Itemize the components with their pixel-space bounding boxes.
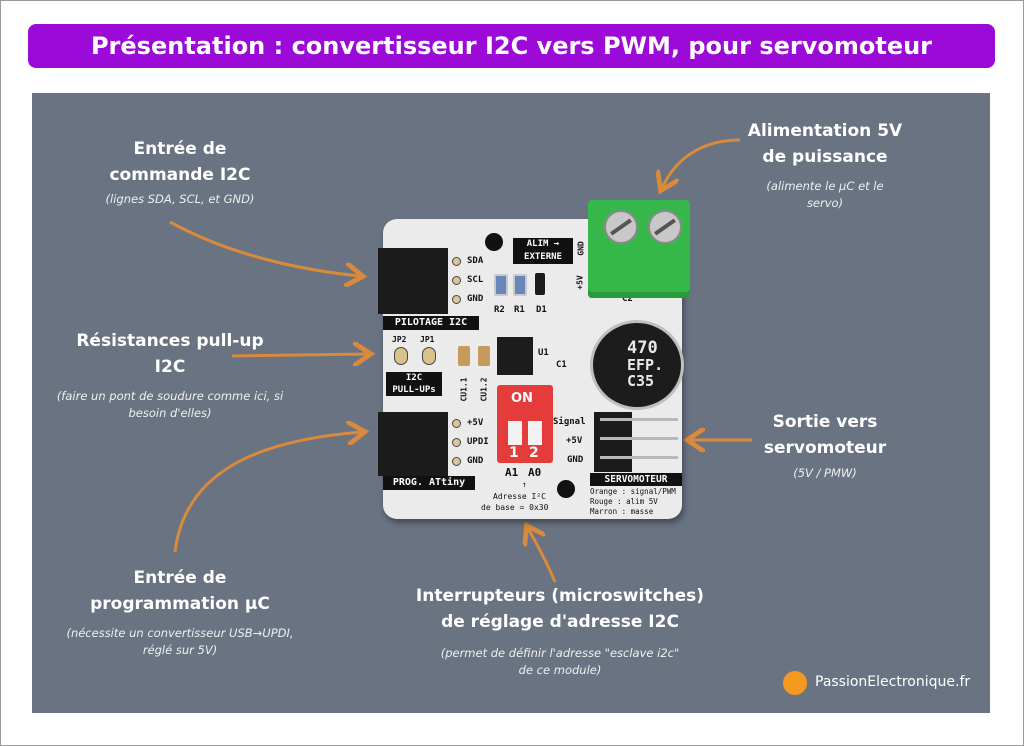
capacitor-cu11 — [458, 346, 470, 366]
header-pin — [452, 438, 461, 447]
prog-input-title: Entrée de programmation µC — [90, 568, 270, 614]
dip-switch-1[interactable] — [508, 421, 522, 445]
dip-switch-2[interactable] — [528, 421, 542, 445]
addr-bit-a1: A1 — [505, 466, 519, 479]
ref-d1: D1 — [536, 305, 547, 315]
alim-label-1: ALIM → — [513, 238, 573, 251]
pin-label-scl: SCL — [467, 275, 484, 285]
resistor-r2 — [494, 274, 508, 296]
terminal-screw — [648, 210, 682, 244]
cap-line-2: EFP. — [627, 356, 664, 374]
jumper-jp2 — [394, 347, 408, 365]
servo-pin — [600, 418, 678, 421]
dip-number-1: 1 — [509, 445, 519, 461]
ref-r2: R2 — [494, 305, 505, 315]
pin-label-gnd-prog: GND — [467, 456, 484, 466]
dip-number-2: 2 — [529, 445, 539, 461]
arrow-i2c-input — [169, 220, 360, 276]
electrolytic-capacitor — [590, 320, 684, 410]
ref-r1: R1 — [514, 305, 525, 315]
header-pin — [452, 457, 461, 466]
header-pin — [452, 295, 461, 304]
addr-arrow: ↑ — [522, 480, 527, 489]
mounting-hole-bottom — [557, 480, 575, 498]
servo-pin-5v: +5V — [566, 436, 583, 446]
pin-label-5v: +5V — [467, 418, 484, 428]
i2c-header — [378, 248, 448, 314]
servo-label: SERVOMOTEUR — [590, 473, 682, 486]
arrow-pullup — [231, 354, 368, 356]
pullup-subtitle: (faire un pont de soudure comme ici, si … — [56, 389, 284, 420]
servo-pin-gnd: GND — [567, 455, 584, 465]
arrow-switches — [528, 528, 557, 583]
ref-cu11: CU1.1 — [459, 377, 469, 402]
servo-out-title: Sortie vers servomoteur — [763, 412, 887, 458]
power-title: Alimentation 5V de puissance — [747, 121, 903, 167]
servo-pin — [600, 437, 678, 440]
resistor-r1 — [513, 274, 527, 296]
prog-header — [378, 412, 448, 476]
microcontroller-u1 — [497, 337, 533, 375]
ref-c1: C1 — [556, 360, 567, 370]
pullups-label-2: PULL-UPs — [386, 384, 442, 396]
alim-pin-5v: +5V — [575, 275, 585, 290]
servo-wire-orange: Orange : signal/PWM — [590, 487, 676, 496]
jumper-jp1 — [422, 347, 436, 365]
pilotage-label: PILOTAGE I2C — [383, 316, 479, 330]
diode-d1 — [535, 273, 545, 295]
pin-label-gnd: GND — [467, 294, 484, 304]
brand-name[interactable]: PassionElectronique.fr — [815, 674, 971, 690]
power-subtitle: (alimente le µC et le servo) — [766, 179, 884, 210]
addr-line-1: Adresse I²C — [493, 492, 546, 501]
dip-on-label: ON — [511, 391, 533, 406]
terminal-screw — [604, 210, 638, 244]
ref-u1: U1 — [538, 348, 549, 358]
cap-line-3: C35 — [627, 372, 655, 390]
page-title: Présentation : convertisseur I2C vers PW… — [28, 24, 995, 68]
i2c-input-subtitle: (lignes SDA, SCL, et GND) — [105, 192, 255, 206]
alim-pin-gnd: GND — [576, 241, 586, 256]
servo-pin — [600, 456, 678, 459]
arrow-prog-input — [173, 432, 362, 553]
switches-title: Interrupteurs (microswitches) de réglage… — [415, 586, 705, 632]
ref-cu12: CU1.2 — [479, 377, 489, 402]
servo-pin-signal: Signal — [553, 417, 586, 427]
header-pin — [452, 419, 461, 428]
cap-value: 470 — [627, 338, 658, 358]
pullups-label-1: I2C — [386, 372, 442, 384]
dip-switch[interactable]: ON 1 2 — [497, 385, 553, 463]
brand-logo-icon — [783, 671, 807, 695]
alim-label-2: EXTERNE — [513, 251, 573, 264]
header-pin — [452, 257, 461, 266]
servo-header — [594, 412, 632, 472]
prog-input-subtitle: (nécessite un convertisseur USB→UPDI, ré… — [66, 626, 294, 657]
servo-out-subtitle: (5V / PMW) — [793, 466, 857, 480]
switches-subtitle: (permet de définir l'adresse "esclave i2… — [440, 646, 680, 677]
mounting-hole-top — [485, 233, 503, 251]
pin-label-sda: SDA — [467, 256, 484, 266]
addr-line-2: de base = 0x30 — [481, 503, 549, 512]
pullup-title: Résistances pull-up I2C — [76, 331, 264, 377]
header-pin — [452, 276, 461, 285]
capacitor-cu12 — [478, 346, 490, 366]
ref-c2: C2 — [622, 294, 633, 304]
pin-label-updi: UPDI — [467, 437, 489, 447]
addr-bit-a0: A0 — [528, 466, 542, 479]
servo-wire-red: Rouge : alim 5V — [590, 497, 658, 506]
servo-wire-brown: Marron : masse — [590, 507, 654, 516]
ref-jp1: JP1 — [420, 335, 435, 344]
i2c-input-title: Entrée de commande I2C — [109, 139, 251, 185]
prog-label: PROG. ATtiny — [383, 476, 475, 490]
arrow-power — [662, 138, 741, 188]
ref-jp2: JP2 — [392, 335, 407, 344]
